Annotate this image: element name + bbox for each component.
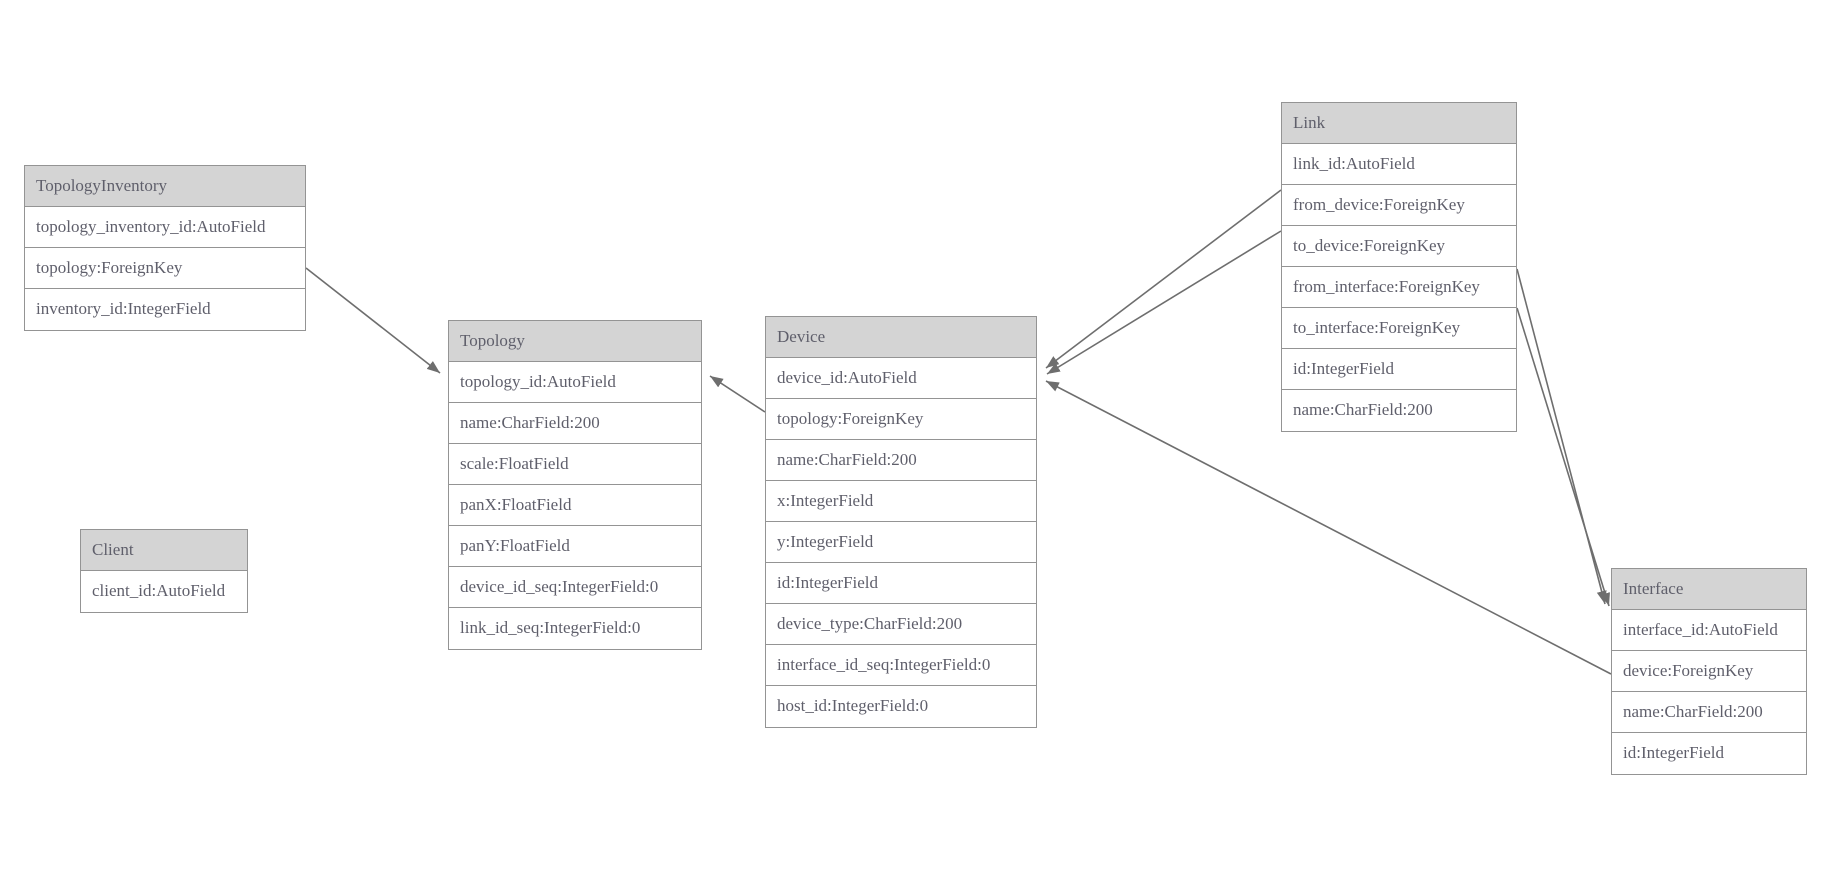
entity-field-row: name:CharField:200 <box>1282 390 1516 431</box>
entity-field-row: host_id:IntegerField:0 <box>766 686 1036 727</box>
entity-field-row: scale:FloatField <box>449 444 701 485</box>
entity-field-row: interface_id_seq:IntegerField:0 <box>766 645 1036 686</box>
entity-field-row: id:IntegerField <box>1282 349 1516 390</box>
entity-field-row: client_id:AutoField <box>81 571 247 612</box>
edge-link-from-interface-to-interface <box>1516 268 1607 605</box>
entity-field-row: to_interface:ForeignKey <box>1282 308 1516 349</box>
entity-title: Client <box>81 530 247 571</box>
entity-field-row: from_interface:ForeignKey <box>1282 267 1516 308</box>
entity-field-row: id:IntegerField <box>1612 733 1806 774</box>
entity-field-row: interface_id:AutoField <box>1612 610 1806 651</box>
edge-device-to-topology <box>709 375 766 413</box>
entity-field-row: device:ForeignKey <box>1612 651 1806 692</box>
edge-link-from-device-to-device <box>1045 189 1282 369</box>
entity-field-row: panY:FloatField <box>449 526 701 567</box>
edge-topologyinventory-to-topology <box>305 267 441 374</box>
edge-link-to-interface-to-interface <box>1516 307 1610 607</box>
entity-field-row: from_device:ForeignKey <box>1282 185 1516 226</box>
entity-title: Device <box>766 317 1036 358</box>
entity-title: Topology <box>449 321 701 362</box>
entity-field-row: topology:ForeignKey <box>25 248 305 289</box>
entity-field-row: name:CharField:200 <box>766 440 1036 481</box>
entity-field-row: topology_inventory_id:AutoField <box>25 207 305 248</box>
entity-field-row: panX:FloatField <box>449 485 701 526</box>
entity-title: TopologyInventory <box>25 166 305 207</box>
entity-field-row: x:IntegerField <box>766 481 1036 522</box>
entity-field-row: y:IntegerField <box>766 522 1036 563</box>
entity-field-row: name:CharField:200 <box>449 403 701 444</box>
entity-field-row: inventory_id:IntegerField <box>25 289 305 330</box>
entity-topology-inventory[interactable]: TopologyInventory topology_inventory_id:… <box>24 165 306 331</box>
entity-field-row: to_device:ForeignKey <box>1282 226 1516 267</box>
entity-field-row: device_id:AutoField <box>766 358 1036 399</box>
edge-link-to-device-to-device <box>1046 230 1282 375</box>
entity-title: Link <box>1282 103 1516 144</box>
entity-field-row: topology_id:AutoField <box>449 362 701 403</box>
entity-link[interactable]: Link link_id:AutoField from_device:Forei… <box>1281 102 1517 432</box>
entity-device[interactable]: Device device_id:AutoField topology:Fore… <box>765 316 1037 728</box>
entity-interface[interactable]: Interface interface_id:AutoField device:… <box>1611 568 1807 775</box>
entity-title: Interface <box>1612 569 1806 610</box>
entity-field-row: device_type:CharField:200 <box>766 604 1036 645</box>
entity-field-row: device_id_seq:IntegerField:0 <box>449 567 701 608</box>
entity-field-row: link_id_seq:IntegerField:0 <box>449 608 701 649</box>
entity-client[interactable]: Client client_id:AutoField <box>80 529 248 613</box>
entity-field-row: topology:ForeignKey <box>766 399 1036 440</box>
entity-topology[interactable]: Topology topology_id:AutoField name:Char… <box>448 320 702 650</box>
entity-field-row: name:CharField:200 <box>1612 692 1806 733</box>
entity-field-row: id:IntegerField <box>766 563 1036 604</box>
entity-field-row: link_id:AutoField <box>1282 144 1516 185</box>
